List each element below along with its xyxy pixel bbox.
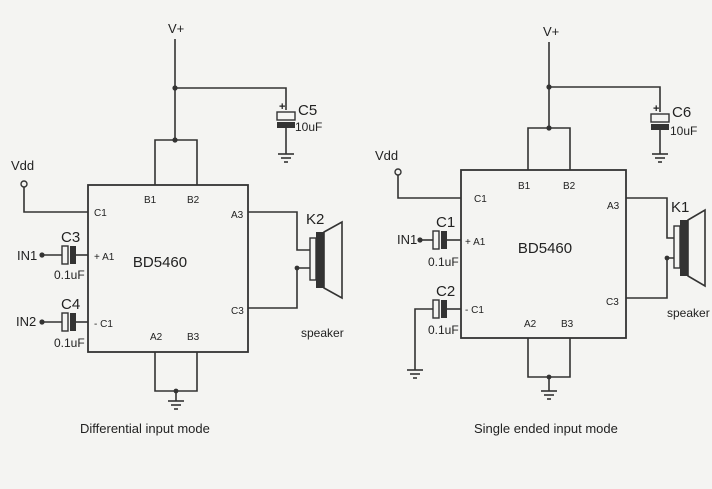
right-cap2-ref: C2 xyxy=(436,283,455,300)
right-caption: Single ended input mode xyxy=(474,421,618,436)
right-junction xyxy=(664,255,670,261)
right-bottom-wire xyxy=(527,338,571,378)
right-cap2-capacitor xyxy=(432,299,447,319)
left-cap-wire xyxy=(175,87,287,110)
right-supply-capacitor: + xyxy=(650,103,670,163)
svg-text:+: + xyxy=(279,101,285,113)
left-ic-label: BD5460 xyxy=(133,254,187,271)
right-vdd-label: Vdd xyxy=(375,148,398,163)
left-supply-cap-ref: C5 xyxy=(298,102,317,119)
right-ground-icon xyxy=(541,377,557,400)
left-pin-a2: A2 xyxy=(150,332,163,343)
right-circuit: V+ + C6 10uF BD5460 B1 B2 C1 A3 + A1 - C… xyxy=(375,24,710,436)
right-vplus-label: V+ xyxy=(543,24,559,39)
right-ic-box xyxy=(460,169,627,339)
right-pin-plus-a1: + A1 xyxy=(465,237,486,248)
left-in2-label: IN2 xyxy=(16,314,36,329)
right-pin-a3: A3 xyxy=(607,201,620,212)
left-pin-c1-top: C1 xyxy=(94,208,107,219)
right-pin-minus-c1: - C1 xyxy=(465,305,484,316)
left-speaker-icon xyxy=(309,220,343,300)
right-supply-cap-ref: C6 xyxy=(672,104,691,121)
right-b-wire xyxy=(527,127,571,170)
left-in1-cap-value: 0.1uF xyxy=(54,268,85,282)
right-speaker-label: speaker xyxy=(667,306,710,320)
right-cap2-wire xyxy=(414,308,433,370)
left-pin-b3: B3 xyxy=(187,332,200,343)
left-in2-capacitor xyxy=(61,312,76,332)
left-pin-b2: B2 xyxy=(187,195,200,206)
right-in1-capacitor xyxy=(432,230,447,250)
left-pin-b1: B1 xyxy=(144,195,157,206)
svg-text:+: + xyxy=(653,103,659,115)
left-speaker-wire xyxy=(248,211,310,251)
right-pin-c1-top: C1 xyxy=(474,194,487,205)
right-speaker-wire xyxy=(626,197,674,239)
left-ic-box xyxy=(87,184,249,353)
left-vdd-wire xyxy=(23,187,88,213)
right-vdd-wire xyxy=(397,175,461,199)
left-junction xyxy=(294,265,300,271)
left-supply-capacitor: + xyxy=(276,101,296,163)
left-speaker-label: speaker xyxy=(301,326,344,340)
right-pin-c3: C3 xyxy=(606,297,619,308)
right-cap-wire xyxy=(549,86,661,112)
right-pin-b2: B2 xyxy=(563,181,576,192)
right-supply-cap-value: 10uF xyxy=(670,124,697,138)
left-pin-c3: C3 xyxy=(231,306,244,317)
left-in2-cap-value: 0.1uF xyxy=(54,336,85,350)
left-bottom-wire xyxy=(154,352,198,392)
right-ground-icon xyxy=(407,369,423,379)
left-pin-a3: A3 xyxy=(231,210,244,221)
right-vdd-terminal xyxy=(394,168,402,176)
left-speaker-wire xyxy=(248,267,310,309)
left-speaker-ref: K2 xyxy=(306,211,324,228)
left-vplus-label: V+ xyxy=(168,21,184,36)
right-speaker-wire xyxy=(626,257,674,299)
right-pin-a2: A2 xyxy=(524,319,537,330)
left-in1-capacitor xyxy=(61,245,76,265)
right-in1-label: IN1 xyxy=(397,232,417,247)
right-pin-b1: B1 xyxy=(518,181,531,192)
left-ground-icon xyxy=(168,391,184,410)
left-in1-label: IN1 xyxy=(17,248,37,263)
left-pin-minus-c1: - C1 xyxy=(94,319,113,330)
right-pin-b3: B3 xyxy=(561,319,574,330)
right-ic-label: BD5460 xyxy=(518,240,572,257)
left-circuit: V+ + C5 10uF BD5460 B1 B2 C1 A3 + A1 - C… xyxy=(11,21,344,436)
right-speaker-ref: K1 xyxy=(671,199,689,216)
left-b-wire xyxy=(154,139,198,185)
left-vdd-terminal xyxy=(20,180,28,188)
left-pin-plus-a1: + A1 xyxy=(94,252,115,263)
left-vdd-label: Vdd xyxy=(11,158,34,173)
right-speaker-icon xyxy=(673,208,706,288)
right-in1-cap-value: 0.1uF xyxy=(428,255,459,269)
left-caption: Differential input mode xyxy=(80,421,210,436)
right-cap2-value: 0.1uF xyxy=(428,323,459,337)
left-in2-cap-ref: C4 xyxy=(61,296,80,313)
left-supply-cap-value: 10uF xyxy=(295,120,322,134)
right-in1-cap-ref: C1 xyxy=(436,214,455,231)
left-in1-cap-ref: C3 xyxy=(61,229,80,246)
